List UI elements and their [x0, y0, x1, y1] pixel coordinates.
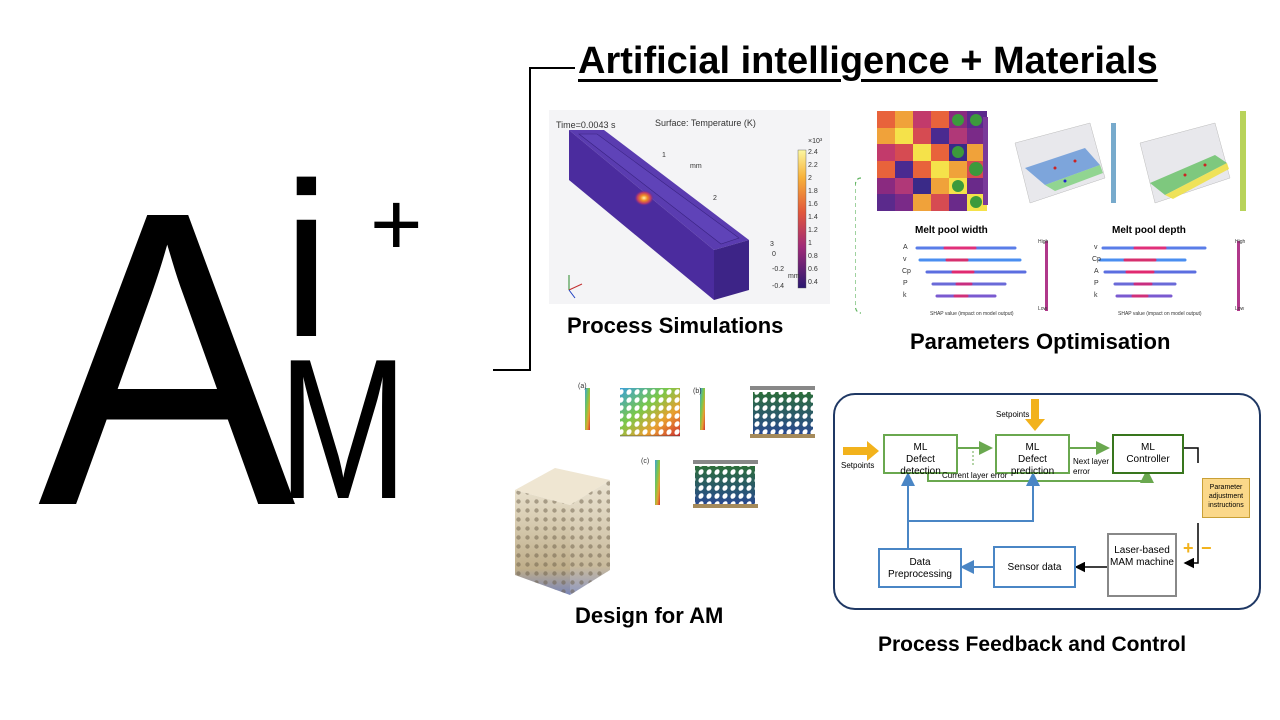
sim-tick: 1.6	[808, 201, 818, 208]
design-panel-a: (a)	[578, 383, 587, 390]
shap-feature: Cp	[902, 268, 911, 275]
shap-feature: A	[1094, 268, 1099, 275]
logo-plus: +	[370, 175, 423, 275]
sim-tick: 2.2	[808, 162, 818, 169]
shap-feature: Cp	[1092, 256, 1101, 263]
sim-axis-mark: -0.4	[772, 283, 785, 290]
sim-tick: 2.4	[808, 149, 818, 156]
node-ml-defect-detection: ML Defect detection	[883, 434, 958, 477]
shap-feature: v	[903, 256, 907, 263]
correlation-heatmap	[877, 111, 988, 211]
node-subtitle: Controller	[1126, 454, 1170, 465]
surface-plot-width	[1014, 122, 1116, 204]
shap-feature: P	[903, 280, 908, 287]
design-panel-b: (b)	[693, 388, 702, 395]
node-ml-controller: ML Controller	[1112, 434, 1184, 474]
sim-tick: 2	[808, 175, 812, 182]
logo-letter-a: A	[38, 125, 296, 594]
node-sensor-data: Sensor data	[993, 546, 1076, 588]
setpoints-left-label: Setpoints	[841, 461, 875, 470]
node-title: ML	[913, 442, 928, 453]
sim-tick: 1.2	[808, 227, 818, 234]
parameters-figures	[855, 111, 1246, 314]
shap-xlabel: SHAP value (impact on model output)	[930, 311, 1014, 317]
sim-tick: 0.6	[808, 266, 818, 273]
shap-xlabel: SHAP value (impact on model output)	[1118, 311, 1202, 317]
minus-sign: −	[1201, 538, 1212, 558]
parameter-instructions-box: Parameter adjustment instructions	[1202, 478, 1250, 518]
sim-axis-mark: mm	[788, 273, 800, 280]
simulation-render	[568, 130, 807, 300]
melt-pool-width-label: Melt pool width	[915, 225, 988, 236]
node-subtitle: Defect prediction	[1010, 454, 1055, 477]
sim-axis-mark: 1	[662, 152, 666, 159]
caption-process-simulations: Process Simulations	[567, 313, 784, 338]
node-ml-defect-prediction: ML Defect prediction	[995, 434, 1070, 477]
shap-feature: k	[903, 292, 907, 299]
node-data-preprocessing: Data Preprocessing	[878, 548, 962, 588]
caption-process-feedback: Process Feedback and Control	[878, 633, 1187, 656]
next-layer-error-label: Next layer error	[1073, 457, 1110, 476]
sim-tick: 1	[808, 240, 812, 247]
shap-high: High	[1038, 239, 1049, 245]
page-title: Artificial intelligence + Materials	[578, 40, 1158, 82]
plus-sign: +	[1183, 538, 1194, 558]
sim-time-label: Time=0.0043 s	[556, 120, 616, 130]
sim-tick: 0.4	[808, 279, 818, 286]
sim-colorbar-exp: ×10³	[808, 138, 823, 145]
shap-feature: k	[1094, 292, 1098, 299]
caption-parameters-optimisation: Parameters Optimisation	[910, 329, 1171, 354]
shap-feature: P	[1094, 280, 1099, 287]
sim-tick: 0.8	[808, 253, 818, 260]
shap-feature: v	[1094, 244, 1098, 251]
sim-axis-mark: 2	[713, 195, 717, 202]
feedback-arrows	[843, 399, 1199, 574]
node-title: ML	[1141, 442, 1155, 453]
sim-surface-label: Surface: Temperature (K)	[655, 118, 756, 128]
surface-plot-depth	[1139, 111, 1246, 211]
sim-axis-mark: -0.2	[772, 266, 785, 273]
sim-axis-mark: mm	[690, 163, 702, 170]
logo-letter-m: M	[278, 318, 408, 541]
logo-letter-i: i	[282, 137, 331, 383]
shap-high: High	[1235, 239, 1246, 245]
current-layer-error-label: Current layer error	[942, 471, 1008, 480]
node-subtitle: Defect detection	[900, 454, 941, 477]
design-panel-c: (c)	[641, 458, 650, 465]
sim-tick: 1.4	[808, 214, 818, 221]
shap-low: Low	[1235, 306, 1245, 312]
sim-tick: 1.8	[808, 188, 818, 195]
sim-axis-mark: 3	[770, 241, 774, 248]
caption-design-for-am: Design for AM	[575, 603, 724, 628]
shap-feature: A	[903, 244, 908, 251]
bracket-connector	[493, 67, 575, 371]
node-title: ML	[1025, 442, 1040, 453]
sim-axis-mark: 0	[772, 251, 776, 258]
design-figures	[515, 386, 815, 595]
shap-plot-depth	[1098, 241, 1240, 311]
shap-plot-width	[915, 241, 1048, 311]
melt-pool-depth-label: Melt pool depth	[1112, 225, 1186, 236]
node-laser-machine: Laser-based MAM machine	[1107, 533, 1177, 597]
setpoints-top-label: Setpoints	[996, 410, 1030, 419]
shap-low: Low	[1038, 306, 1048, 312]
